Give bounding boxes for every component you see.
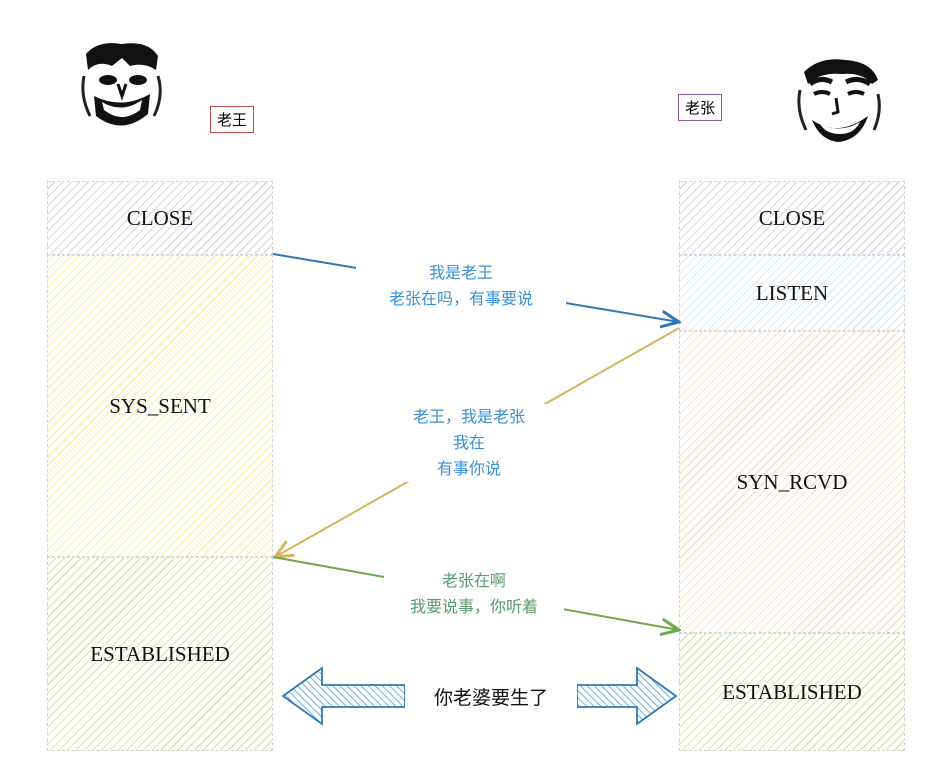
message-ack-line-1: 老张在啊 (441, 571, 506, 590)
left-state-close-label: CLOSE (126, 205, 194, 230)
message-syn-ack-line-2: 我在 (452, 433, 485, 452)
left-state-syn-sent-label: SYS_SENT (109, 394, 211, 418)
laozhang-name-tag: 老张 (678, 94, 723, 121)
message-syn-line-2: 老张在吗，有事要说 (388, 289, 533, 308)
right-state-syn-rcvd-label: SYN_RCVD (736, 469, 848, 494)
right-state-close-label: CLOSE (758, 205, 826, 230)
message-ack-line-2: 我要说事，你听着 (409, 597, 538, 616)
message-syn-ack-line-3: 有事你说 (436, 459, 501, 478)
left-state-established: ESTABLISHED (47, 557, 273, 751)
message-syn-ack: 老王，我是老张 我在 有事你说 (376, 404, 562, 482)
left-state-close: CLOSE (47, 181, 273, 255)
laowang-name-tag: 老王 (210, 106, 255, 133)
banner-text: 你老婆要生了 (405, 680, 577, 712)
right-state-established-label: ESTABLISHED (722, 679, 862, 704)
right-state-listen-label: LISTEN (755, 280, 829, 305)
right-state-syn-rcvd: SYN_RCVD (679, 331, 905, 633)
laowang-face-icon (81, 43, 162, 126)
message-ack: 老张在啊 我要说事，你听着 (384, 568, 564, 620)
message-syn-line-1: 我是老王 (428, 263, 493, 282)
laozhang-face-icon (797, 59, 881, 142)
left-state-established-label: ESTABLISHED (90, 642, 230, 666)
message-syn: 我是老王 老张在吗，有事要说 (356, 260, 566, 312)
right-state-listen: LISTEN (679, 255, 905, 331)
right-state-close: CLOSE (679, 181, 905, 255)
left-state-syn-sent: SYS_SENT (47, 255, 273, 557)
right-state-established: ESTABLISHED (679, 633, 905, 751)
message-syn-ack-line-1: 老王，我是老张 (412, 407, 525, 426)
